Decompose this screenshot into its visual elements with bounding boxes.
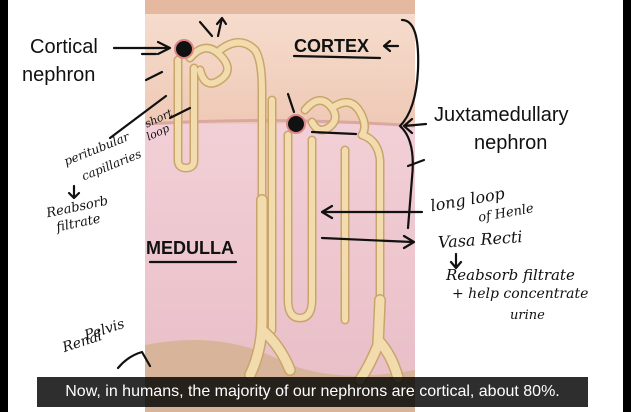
pelvis-arrow xyxy=(116,350,152,370)
juxtamedullary-label-1: Juxtamedullary xyxy=(434,104,569,126)
juxta-glomerulus-arrow xyxy=(286,92,296,114)
cortical-nephron-label-1: Cortical xyxy=(30,36,98,58)
juxtamedullary-arrow xyxy=(402,117,428,135)
annotation-strokes xyxy=(67,16,463,370)
medulla-label: MEDULLA xyxy=(146,238,234,258)
reabsorb-right-note-3: urine xyxy=(510,308,545,323)
reabsorb-right-note-2: + help concentrate xyxy=(452,286,589,302)
juxtamedullary-glomerulus xyxy=(286,114,306,134)
reabsorb-right-note-1: Reabsorb filtrate xyxy=(446,266,575,284)
cortical-small-arrow-2 xyxy=(144,70,164,82)
collecting-ducts xyxy=(244,194,404,386)
juxta-dash-line xyxy=(310,130,358,136)
cortex-label: CORTEX xyxy=(294,36,370,56)
caption-text: Now, in humans, the majority of our neph… xyxy=(65,383,560,400)
cortex-underline xyxy=(292,54,382,60)
juxtamedullary-bracket xyxy=(398,18,420,230)
peritubular-pointer xyxy=(108,94,168,140)
vasa-recti-down-arrow xyxy=(449,252,463,270)
vasa-recti-arrow xyxy=(320,234,416,250)
glomerulus-arrow-left xyxy=(198,20,214,38)
capsule-band xyxy=(145,0,415,14)
cortical-nephron-arrow xyxy=(112,40,172,56)
glomerulus-arrow-up xyxy=(215,16,228,38)
juxtamedullary-nephron xyxy=(267,95,385,335)
short-loop-pointer xyxy=(168,106,192,120)
juxtamedullary-label-2: nephron xyxy=(474,132,548,154)
cortex-arrow xyxy=(382,39,400,53)
cortical-glomerulus xyxy=(174,39,194,59)
long-loop-arrow xyxy=(320,204,424,220)
caption-bar: Now, in humans, the majority of our neph… xyxy=(37,377,588,407)
right-frame-edge xyxy=(623,0,631,412)
left-frame-edge xyxy=(0,0,8,412)
left-down-arrow xyxy=(67,184,81,200)
cortical-nephron-label-2: nephron xyxy=(22,64,96,86)
medulla-arrow xyxy=(406,158,426,168)
cortex-region xyxy=(145,14,415,124)
cortical-nephron xyxy=(173,38,267,205)
